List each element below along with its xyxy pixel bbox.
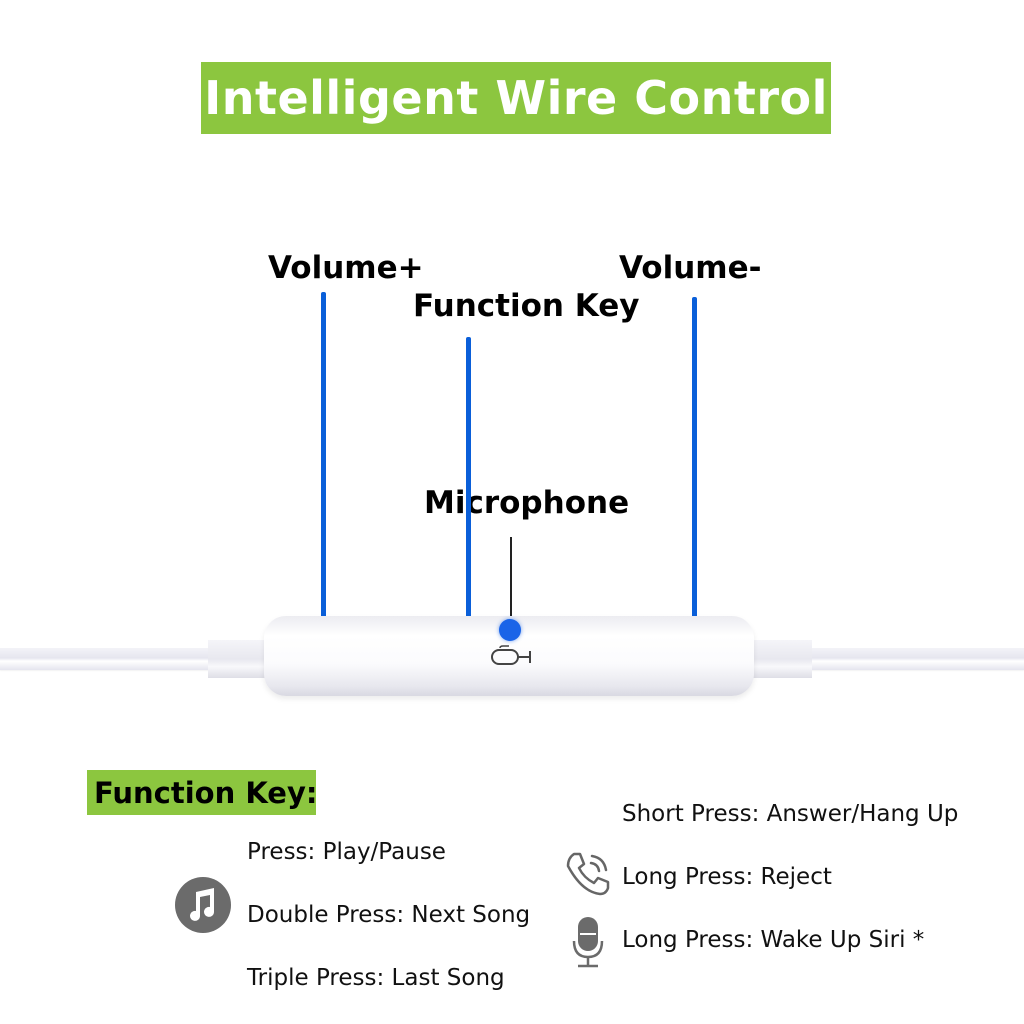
music-item-double-press: Double Press: Next Song <box>247 902 531 928</box>
page-title: Intelligent Wire Control <box>204 71 828 125</box>
function-key-leader-line <box>466 337 471 629</box>
title-banner: Intelligent Wire Control <box>201 62 831 134</box>
call-item-long-press: Long Press: Reject <box>622 864 832 890</box>
call-item-short-press: Short Press: Answer/Hang Up <box>622 801 959 827</box>
cable-collar-left <box>208 640 268 678</box>
music-item-triple-press: Triple Press: Last Song <box>247 965 505 991</box>
label-microphone: Microphone <box>424 485 630 521</box>
microphone-hole-marker <box>499 619 521 641</box>
volume-up-leader-line <box>321 292 326 647</box>
cable-right <box>808 648 1024 670</box>
microphone-symbol-icon <box>491 645 531 665</box>
label-volume-down: Volume- <box>619 250 762 286</box>
phone-call-icon <box>566 852 610 896</box>
microphone-icon <box>572 917 604 968</box>
function-key-heading-banner: Function Key: <box>87 770 318 815</box>
volume-down-leader-line <box>692 297 697 647</box>
music-note-icon <box>175 877 231 933</box>
microphone-leader-line <box>510 537 512 625</box>
cable-left <box>0 648 215 670</box>
function-key-heading: Function Key: <box>94 775 318 810</box>
cable-collar-right <box>752 640 812 678</box>
label-function-key: Function Key <box>413 288 640 324</box>
music-item-press: Press: Play/Pause <box>247 839 446 865</box>
label-volume-up: Volume+ <box>268 250 424 286</box>
siri-item-long-press: Long Press: Wake Up Siri * <box>622 927 925 953</box>
